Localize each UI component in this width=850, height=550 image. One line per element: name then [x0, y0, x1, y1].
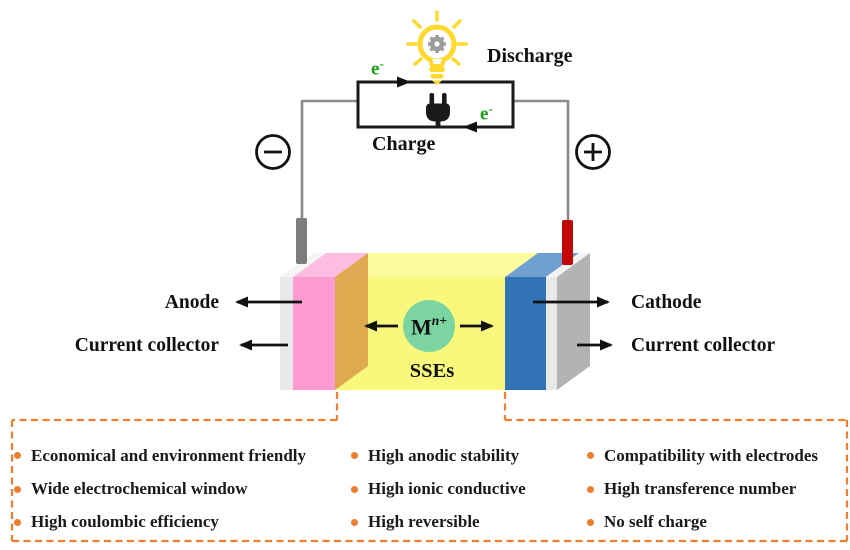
electrolyte-label: SSEs	[409, 360, 455, 382]
light-bulb-icon	[406, 10, 468, 85]
left-collector-label: Current collector	[74, 335, 219, 356]
negative-terminal-icon	[255, 134, 291, 170]
bullet-icon	[351, 518, 358, 526]
list-item: Compatibility with electrodes	[587, 439, 818, 472]
anode-front-face	[293, 277, 335, 390]
metal-ion-circle	[403, 300, 455, 352]
list-item: High reversible	[351, 506, 526, 539]
electron-flow-arrow-bottom	[463, 121, 477, 133]
bullet-icon	[587, 485, 594, 493]
cathode-top-face	[505, 253, 579, 277]
anode-top-face	[293, 253, 368, 277]
list-item: High ionic conductive	[351, 472, 526, 505]
list-item: Economical and environment friendly	[14, 439, 306, 472]
list-item: High transference number	[587, 472, 818, 505]
bullet-icon	[587, 518, 594, 526]
positive-terminal-icon	[575, 134, 611, 170]
plug-icon	[426, 93, 450, 128]
right-collector-front-face	[546, 277, 557, 390]
bullet-icon	[587, 452, 594, 460]
circuit-wires	[300, 99, 570, 223]
gear-icon	[428, 35, 446, 53]
anode-side-face	[335, 253, 368, 390]
left-collector-front-face	[280, 277, 293, 390]
cathode-front-face	[505, 277, 546, 390]
electron-flow-arrow-top	[397, 76, 411, 88]
negative-terminal-rod	[296, 218, 307, 264]
list-item: High anodic stability	[351, 439, 526, 472]
charge-label: Charge	[372, 133, 436, 155]
electron-label-top: e-	[371, 56, 384, 80]
list-item: High coulombic efficiency	[14, 506, 306, 539]
list-item: Wide electrochemical window	[14, 472, 306, 505]
discharge-label: Discharge	[487, 45, 573, 67]
positive-terminal-rod	[562, 220, 573, 265]
electrolyte-top-face	[335, 253, 538, 277]
list-item: No self charge	[587, 506, 818, 539]
features-column-3: Compatibility with electrodes High trans…	[587, 439, 818, 539]
right-collector-side-face	[557, 253, 590, 390]
features-column-1: Economical and environment friendly Wide…	[14, 439, 306, 539]
bullet-icon	[351, 485, 358, 493]
bullet-icon	[14, 518, 21, 526]
bullet-icon	[14, 485, 21, 493]
bullet-icon	[351, 452, 358, 460]
features-column-2: High anodic stability High ionic conduct…	[351, 439, 526, 539]
metal-ion-label: Mn+	[411, 313, 447, 340]
electron-label-bottom: e-	[480, 101, 493, 125]
bullet-icon	[14, 452, 21, 460]
left-collector-top-face	[280, 253, 326, 277]
cathode-label: Cathode	[631, 292, 702, 313]
anode-label: Anode	[164, 292, 219, 313]
features-dashed-box	[10, 392, 849, 543]
right-collector-label: Current collector	[631, 335, 776, 356]
